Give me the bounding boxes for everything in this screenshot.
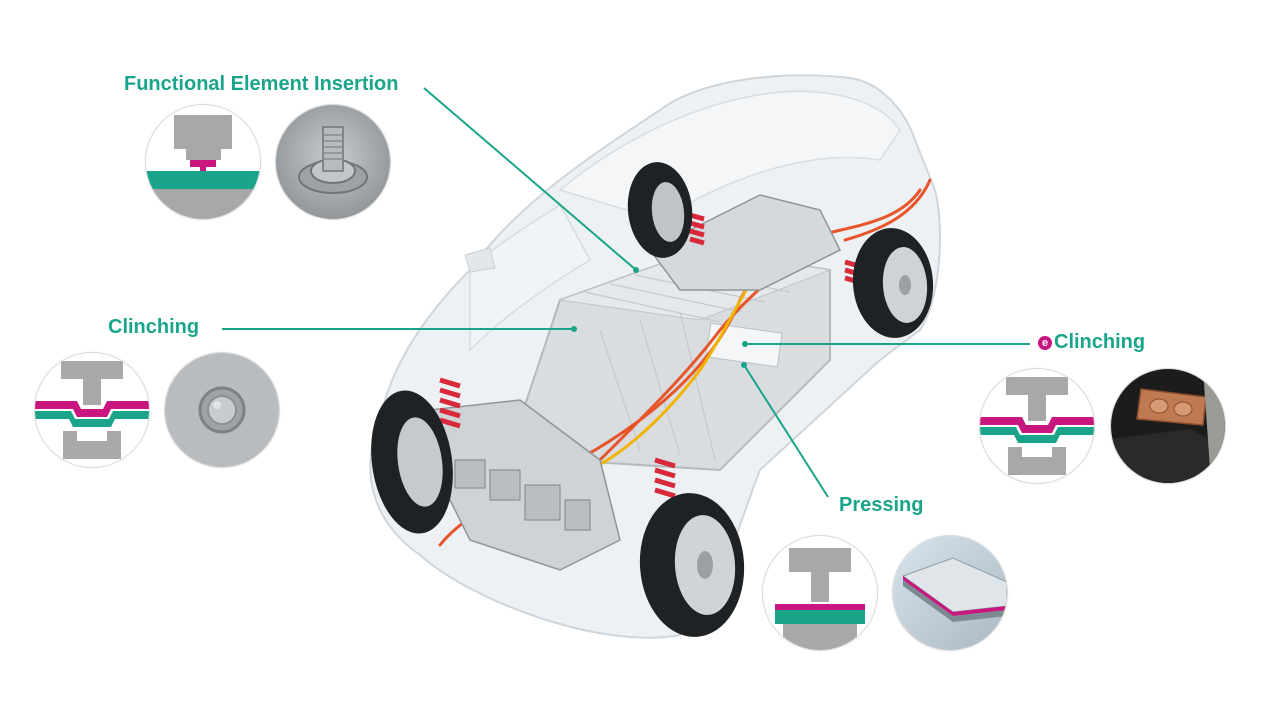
pressed-layers-photo-icon <box>892 535 1008 651</box>
leader-line-pressing <box>743 364 829 498</box>
label-pressing: Pressing <box>839 494 924 516</box>
label-eclinching-text: Clinching <box>1054 331 1146 353</box>
front-left-wheel <box>371 390 453 534</box>
copper-busbar-photo-icon <box>1110 368 1226 484</box>
rear-subframe <box>648 194 842 291</box>
label-clinching: Clinching <box>108 316 200 338</box>
wheels <box>371 162 934 637</box>
schematic-press-icon <box>762 535 878 651</box>
rear-right-wheel <box>852 228 934 338</box>
rear-left-wheel <box>627 162 693 258</box>
clinch-point-photo-icon <box>164 352 280 468</box>
leader-line-functional-element-insertion <box>423 87 637 271</box>
suspension-springs <box>439 212 860 499</box>
e-badge-icon: e <box>1038 336 1052 350</box>
schematic-eclinch-icon <box>979 368 1095 484</box>
press-nut-photo-icon <box>275 104 391 220</box>
label-functional-element-insertion: Functional Element Insertion <box>124 73 399 95</box>
front-right-wheel <box>639 493 745 637</box>
schematic-clinch-icon <box>34 352 150 468</box>
car-rear-mirror <box>464 247 496 273</box>
schematic-press-nut-icon <box>145 104 261 220</box>
